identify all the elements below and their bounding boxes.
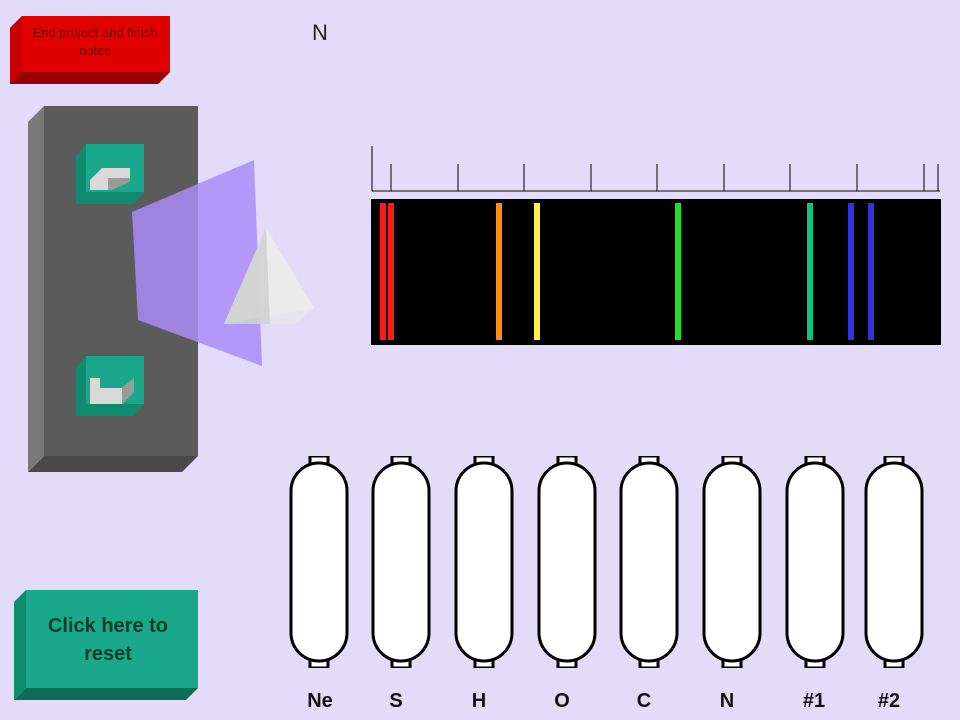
tube-label: N <box>719 690 735 712</box>
spectral-line <box>848 203 854 340</box>
end-button-label: End project and finish notes <box>32 25 158 58</box>
spectral-line <box>496 203 502 340</box>
prism-beam <box>128 158 320 368</box>
spectral-line <box>380 203 386 340</box>
reset-button-label: Click here to reset <box>47 615 169 665</box>
tube-c[interactable] <box>619 454 681 670</box>
tube-label: #1 <box>802 690 826 712</box>
tube-label: C <box>636 690 652 712</box>
tube-h[interactable] <box>454 454 516 670</box>
reset-button-shape <box>14 590 198 700</box>
tube-n[interactable] <box>702 454 764 670</box>
spectral-line <box>388 203 394 340</box>
tube-ne[interactable] <box>289 454 351 670</box>
spectral-line <box>807 203 813 340</box>
tube-label: S <box>389 690 403 712</box>
tube-o[interactable] <box>537 454 599 670</box>
tube-2[interactable] <box>864 454 926 670</box>
lower-switch[interactable] <box>76 356 144 416</box>
tube-label: H <box>471 690 487 712</box>
reset-button[interactable]: Click here to reset <box>14 590 202 702</box>
tube-label: Ne <box>307 690 333 712</box>
tube-label: #2 <box>877 690 901 712</box>
tube-s[interactable] <box>371 454 433 670</box>
spectral-line <box>675 203 681 340</box>
spectral-line <box>534 203 540 340</box>
upper-switch[interactable] <box>76 144 144 204</box>
end-project-button[interactable]: End project and finish notes <box>10 16 172 84</box>
spectral-line <box>868 203 874 340</box>
tube-label: O <box>554 690 570 712</box>
tube-1[interactable] <box>785 454 847 670</box>
end-button-shape <box>10 16 170 84</box>
current-element-label: N <box>312 20 328 45</box>
wavelength-scale <box>370 146 942 194</box>
spectrum-display <box>371 199 941 345</box>
